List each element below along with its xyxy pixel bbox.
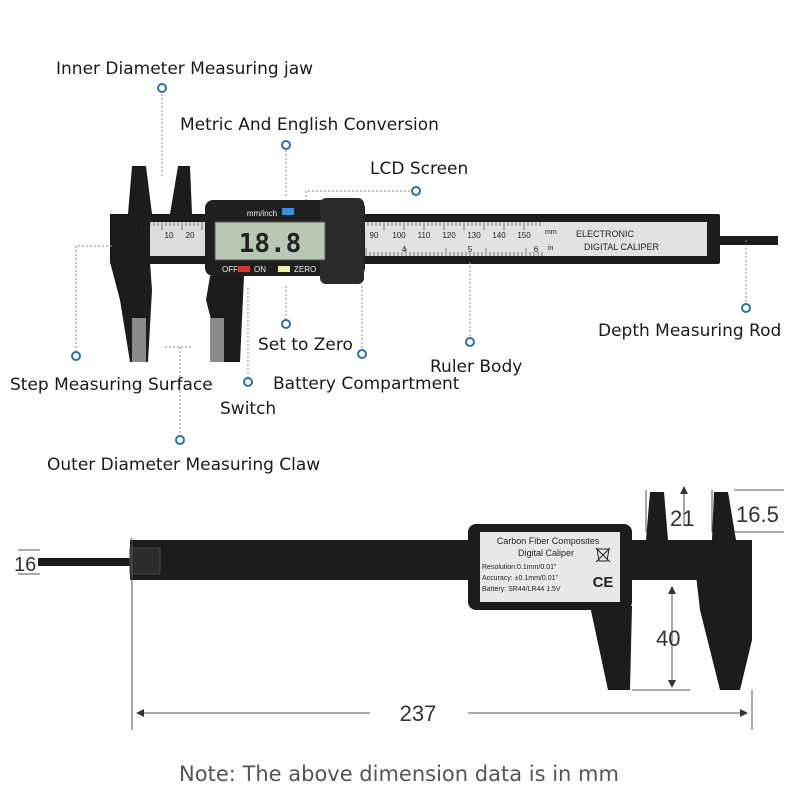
label-lcd: LCD Screen [370,159,468,179]
scale-number: 120 [442,231,456,240]
bottom-moving-jaw [590,606,632,690]
dimension-lines [18,486,784,730]
moving-jaw-face [210,318,224,362]
unit-button[interactable] [282,208,294,215]
label-conversion: Metric And English Conversion [180,115,439,135]
zero-label: ZERO [294,265,316,274]
inch-numbers: 4 5 6 [402,245,539,254]
step-face [132,318,146,362]
depth-rod [720,236,778,245]
plate-line5: Battery: SR44/LR44 1.5V [482,586,561,593]
bottom-upper-jaw-a [646,492,668,540]
unit-button-label: mm/inch [247,209,277,218]
label-inner-jaw: Inner Diameter Measuring jaw [56,59,313,79]
plate-line3: Resolution:0.1mm/0.01" [482,564,557,571]
scale-number: 150 [517,231,531,240]
dim-total-length: 237 [400,701,437,726]
dim-jaw-inner: 21 [670,506,694,531]
scale-number: 110 [418,231,431,240]
plate-line2: Digital Caliper [518,548,574,558]
bottom-upper-jaw-b [712,492,736,540]
scale-number: 20 [186,231,195,240]
bottom-beam-inset [129,547,161,575]
scale-right-strip [362,222,707,256]
bottom-caliper: Carbon Fiber Composites Digital Caliper … [38,492,752,690]
scale-number: 6 [534,245,539,254]
label-outer-claw: Outer Diameter Measuring Claw [47,455,320,475]
scale-ticks [141,222,543,256]
lcd-reading: 18.8 [239,229,302,259]
scale-number: 90 [370,231,379,240]
scale-left-strip [140,222,210,256]
off-label: OFF [222,265,238,274]
scale-number: 140 [492,231,506,240]
label-set-zero: Set to Zero [258,335,353,355]
ce-mark: CE [593,574,614,591]
scale-number: 10 [165,231,174,240]
scale-number: 0 [146,231,151,240]
scale-right-numbers: 90 100 110 120 130 140 150 [370,231,532,240]
on-label: ON [254,265,266,274]
dim-jaw-outer: 16.5 [736,502,779,527]
scale-number: 4 [402,245,407,254]
upper-jaw-fixed [128,166,152,214]
label-depth-rod: Depth Measuring Rod [598,321,781,341]
label-step-surface: Step Measuring Surface [10,375,213,395]
callout-dots [71,83,751,445]
scale-number: 130 [467,231,481,240]
dim-jaw-depth: 40 [656,626,680,651]
thumb-wheel [320,198,364,284]
units-note: Note: The above dimension data is in mm [179,762,619,786]
callout-labels: Inner Diameter Measuring jaw Metric And … [10,59,781,475]
brand-line2: DIGITAL CALIPER [584,242,660,252]
onoff-button[interactable] [238,266,250,272]
lcd-screen [214,221,326,261]
in-unit: in [548,245,554,252]
callouts [75,90,747,438]
label-battery: Battery Compartment [273,374,460,394]
top-caliper: 18.8 mm/inch OFF ON ZERO ELECTRONIC DIGI… [110,166,778,362]
scale-number: 100 [392,231,406,240]
weee-icon [595,547,611,563]
plate-line4: Accuracy: ±0.1mm/0.01" [482,575,558,582]
bottom-rod [38,558,133,566]
mm-unit: mm [545,229,557,236]
zero-button[interactable] [278,266,290,272]
label-switch: Switch [220,399,276,419]
label-ruler-body: Ruler Body [430,357,522,377]
dimension-values: 16 21 16.5 40 237 [14,502,779,726]
upper-jaw-moving [170,166,192,214]
scale-number: 5 [468,245,473,254]
label-plate [480,532,620,602]
bottom-fixed-jaw [692,540,752,690]
brand-line1: ELECTRONIC [576,229,635,239]
scale-left-numbers: 0 10 20 [146,231,195,240]
dim-rod-height: 16 [14,554,36,576]
plate-line1: Carbon Fiber Composites [497,536,600,546]
moving-jaw [206,276,244,362]
